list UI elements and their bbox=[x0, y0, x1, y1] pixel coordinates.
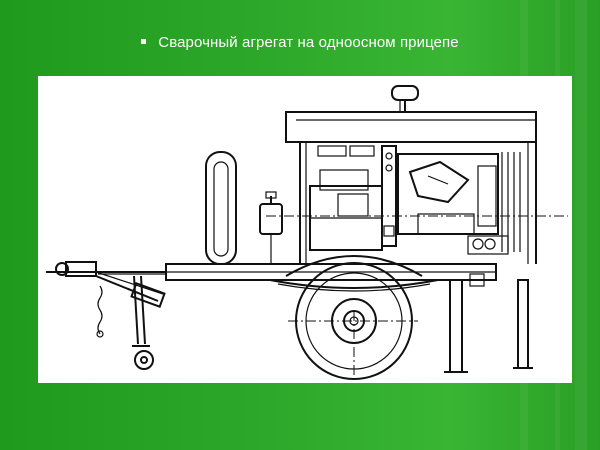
mudguard bbox=[285, 255, 423, 277]
control-panel bbox=[381, 145, 397, 247]
welding-generator bbox=[309, 145, 383, 251]
main-wheel bbox=[295, 262, 413, 380]
slide-title-text: Сварочный агрегат на одноосном прицепе bbox=[158, 34, 459, 51]
welding-unit-trailer-drawing bbox=[46, 85, 568, 380]
generator-housing bbox=[285, 85, 537, 264]
tow-hitch bbox=[55, 261, 166, 308]
rear-support-leg bbox=[444, 273, 533, 373]
bullet-icon bbox=[141, 38, 147, 44]
centerlines bbox=[266, 215, 568, 376]
leaf-spring bbox=[269, 279, 439, 292]
fuel-tank bbox=[259, 191, 283, 264]
front-support-leg bbox=[96, 275, 154, 370]
engine-block bbox=[397, 152, 521, 255]
technical-drawing-panel bbox=[38, 76, 572, 383]
background-stripe bbox=[575, 0, 587, 450]
spare-wheel bbox=[205, 151, 237, 265]
slide-title: Сварочный агрегат на одноосном прицепе bbox=[0, 34, 600, 51]
